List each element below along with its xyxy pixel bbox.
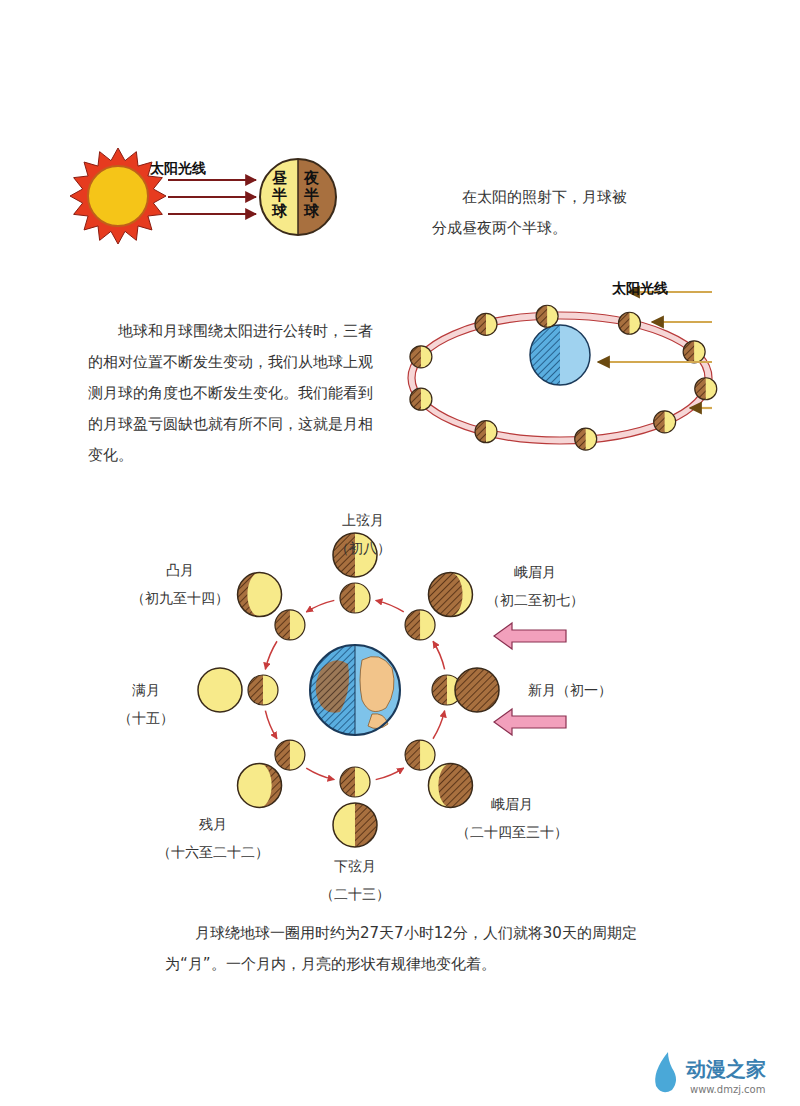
sun-ray-arrows [168,180,256,214]
phase-label: 残月 （十六至二十二） [157,810,269,866]
body-text: 地球和月球围绕太阳进行公转时，三者的相对位置不断发生变动，我们从地球上观测月球的… [88,316,380,471]
moon-phase-symbol [238,763,282,807]
orbit-diagram [408,292,717,450]
phase-label: 凸月 （初九至十四） [131,556,229,612]
sun-ray-label: 太阳光线 [612,280,668,298]
sunlight-arrow [494,623,566,735]
watermark: www.dmzj.com [690,1084,765,1095]
phase-label: 下弦月 （二十三） [320,852,390,908]
moon-phase-symbol [455,668,499,712]
phase-label: 新月（初一） [528,676,612,704]
phase-label: 满月 （十五） [118,676,174,732]
phase-label: 峨眉月 （初二至初七） [486,558,584,614]
moon-phase-symbol [428,573,472,617]
phase-label: 峨眉月 （二十四至三十） [456,790,568,846]
body-text: 在太阳的照射下，月球被分成昼夜两个半球。 [432,182,632,244]
moon-phase-symbol [198,668,242,712]
moon-phase-diagram [198,533,499,847]
moon-hemispheres [260,159,336,235]
watermark-icon [655,1052,676,1092]
moon-phase-symbol [428,763,472,807]
night-hemisphere-label: 夜半球 [304,170,319,220]
day-hemisphere-label: 昼半球 [272,170,287,220]
body-text: 月球绕地球一圈用时约为27天7小时12分，人们就将30天的周期定为“月”。一个月… [165,918,645,980]
moon-phase-symbol [238,573,282,617]
watermark: 动漫之家 [686,1056,766,1083]
sun-ray-label: 太阳光线 [150,160,206,178]
moon-phase-symbol [333,803,377,847]
phase-label: 上弦月（初八） [335,506,391,562]
